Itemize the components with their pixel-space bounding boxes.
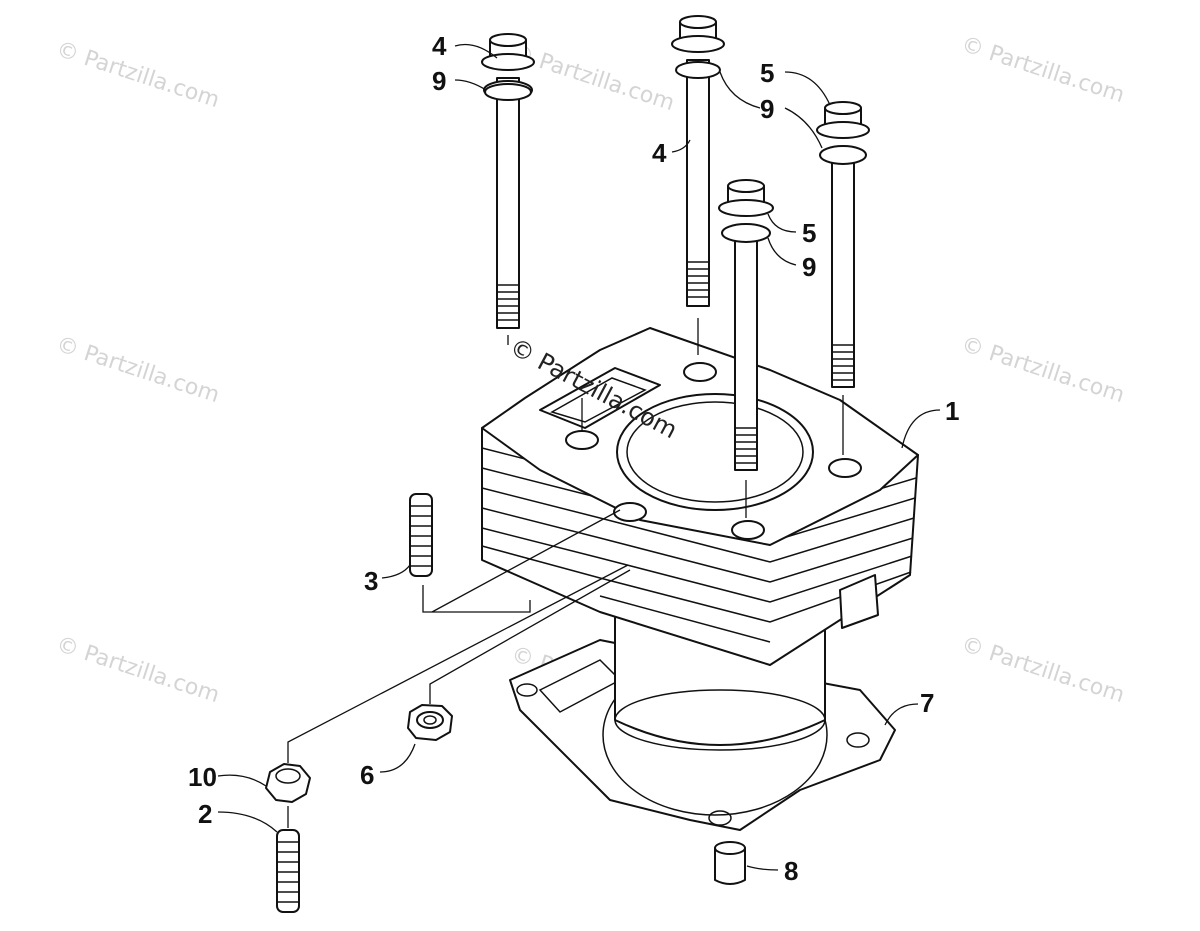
callout-4-center: 4 [652, 138, 667, 168]
bolt-4-left [481, 33, 535, 329]
flange-nut-10 [265, 564, 629, 803]
cylinder-1 [481, 327, 919, 751]
callout-6: 6 [360, 760, 374, 790]
callout-5-front: 5 [802, 218, 816, 248]
callout-9-left: 9 [432, 66, 446, 96]
washer-9-right [819, 145, 867, 165]
watermark-low-right: © Partzilla.com [958, 632, 1127, 708]
callout-9-center: 9 [760, 94, 774, 124]
bolt-5-front [718, 179, 774, 471]
watermark-low-left: © Partzilla.com [53, 632, 222, 708]
callout-1: 1 [945, 396, 959, 426]
flange-nut-6 [407, 569, 631, 741]
watermark-mid-right: © Partzilla.com [958, 332, 1127, 408]
callout-3: 3 [364, 566, 378, 596]
stud-3 [409, 493, 621, 613]
washer-9-center [675, 61, 721, 79]
callout-9-front: 9 [802, 252, 816, 282]
dowel-pin-8 [714, 841, 746, 885]
watermark-top-left: © Partzilla.com [53, 37, 222, 113]
callout-2: 2 [198, 799, 212, 829]
watermark-top-right: © Partzilla.com [958, 32, 1127, 108]
callout-8: 8 [784, 856, 798, 886]
washer-9-left [484, 83, 532, 101]
watermark-top-mid: © Partzilla.com [508, 40, 677, 116]
watermark-mid-left: © Partzilla.com [53, 332, 222, 408]
callout-10: 10 [188, 762, 217, 792]
callout-leaders [217, 43, 941, 871]
stud-2 [276, 806, 300, 913]
bolt-5-right [816, 101, 870, 388]
alignment-lines [507, 318, 844, 518]
callout-5-right: 5 [760, 58, 774, 88]
callout-4-left: 4 [432, 31, 447, 61]
callout-labels: 4 9 4 9 5 5 9 1 3 6 10 2 7 8 [188, 31, 959, 886]
washer-9-front [721, 223, 771, 243]
callout-7: 7 [920, 688, 934, 718]
bolt-4-center [671, 15, 725, 307]
